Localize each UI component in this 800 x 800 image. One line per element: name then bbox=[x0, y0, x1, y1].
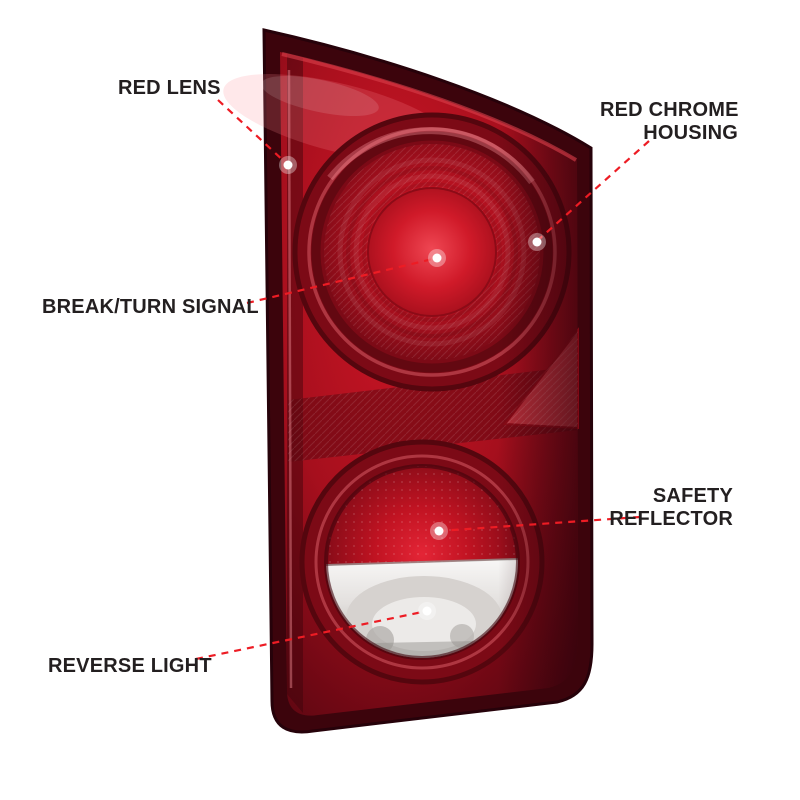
leader-line-red-lens bbox=[217, 99, 287, 164]
tail-light-illustration bbox=[223, 28, 594, 734]
lens-right-shade bbox=[498, 118, 578, 694]
callout-label-text: RED LENS bbox=[118, 77, 221, 99]
reverse-optic-right bbox=[450, 624, 474, 648]
callout-dot-break-turn-signal bbox=[428, 249, 446, 267]
callout-lines bbox=[195, 99, 650, 661]
callout-dot-safety-reflector bbox=[430, 522, 448, 540]
callout-dot-red-chrome-housing bbox=[528, 233, 546, 251]
lens-top-glint bbox=[261, 75, 379, 117]
callout-label-text: SAFETY bbox=[652, 485, 733, 507]
callout-dot-reverse-light bbox=[418, 602, 436, 620]
callout-label-text: REVERSE LIGHT bbox=[48, 655, 212, 677]
callout-dot-red-lens bbox=[279, 156, 297, 174]
callout-label-text: REFLECTOR bbox=[609, 508, 733, 530]
brake-turn-assembly bbox=[292, 112, 572, 392]
callout-dots bbox=[279, 156, 546, 620]
left-edge-highlight bbox=[287, 69, 293, 689]
callout-label-break-turn-signal: BREAK/TURN SIGNAL bbox=[42, 296, 259, 319]
callout-label-text: BREAK/TURN SIGNAL bbox=[42, 296, 259, 318]
callout-label-text: HOUSING bbox=[643, 122, 738, 144]
callout-label-text: RED CHROME bbox=[600, 99, 739, 121]
brake-bulb-core bbox=[367, 187, 497, 317]
leader-line-break-turn-signal bbox=[246, 256, 438, 305]
reverse-assembly bbox=[299, 439, 545, 685]
callout-label-safety-reflector: SAFETY REFLECTOR bbox=[600, 485, 733, 531]
callout-label-red-chrome-housing: RED CHROME HOUSING bbox=[600, 99, 738, 145]
reverse-reflector-inner bbox=[372, 597, 476, 651]
reverse-chord-line bbox=[326, 558, 518, 566]
callout-label-red-lens: RED LENS bbox=[118, 77, 221, 100]
top-edge-highlight bbox=[281, 52, 578, 162]
callout-label-reverse-light: REVERSE LIGHT bbox=[48, 655, 212, 678]
leader-line-reverse-light bbox=[195, 609, 428, 661]
